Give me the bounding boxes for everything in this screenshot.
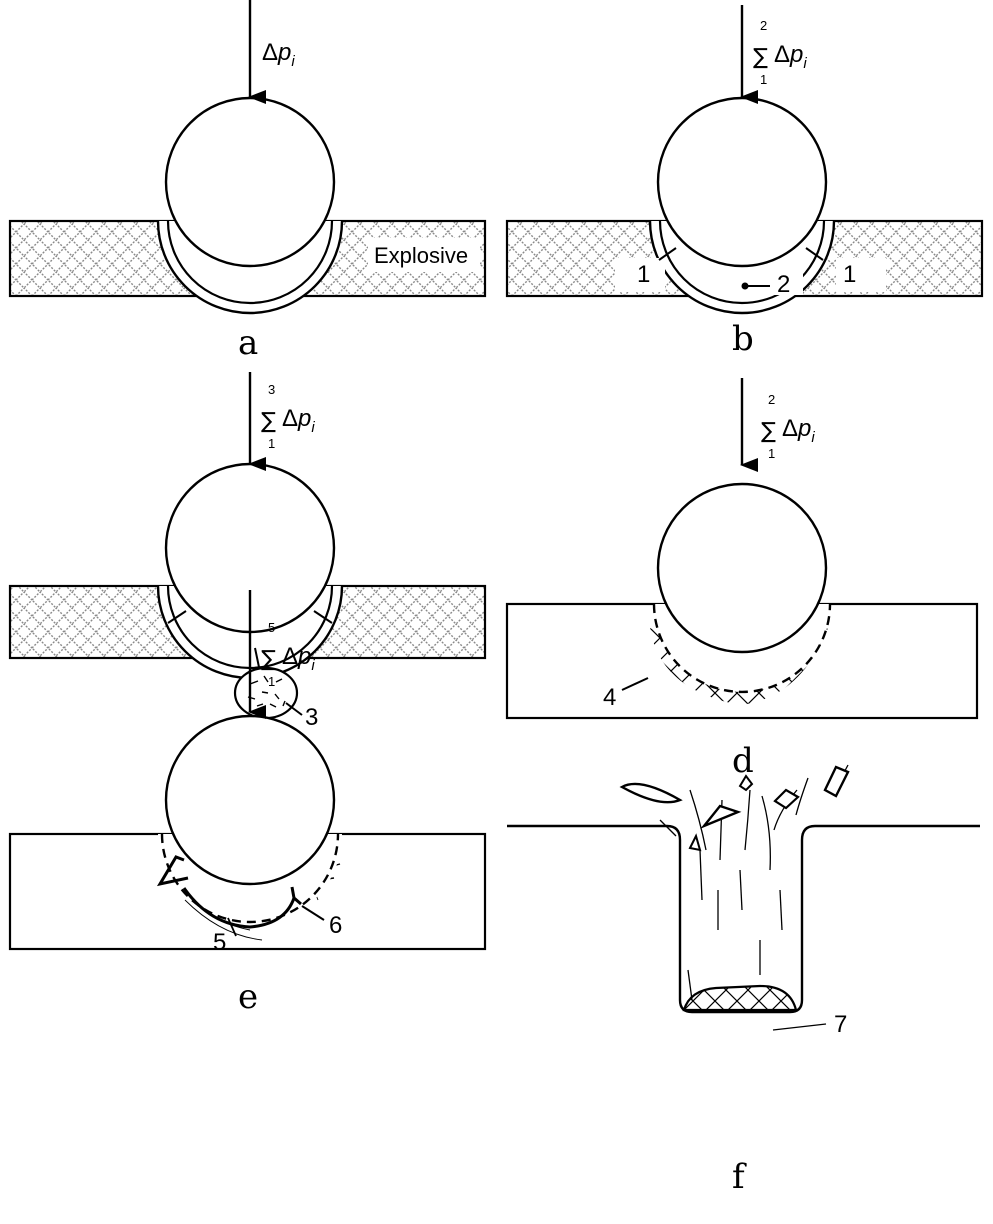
fragment-shard bbox=[619, 782, 683, 804]
force-label: 3 ∑ 1 Δpi bbox=[261, 382, 315, 451]
crater-outline bbox=[156, 220, 344, 315]
crack-line-left bbox=[658, 247, 677, 261]
panel-letter-f: f bbox=[732, 1157, 747, 1197]
panel-letter-d: d bbox=[732, 741, 754, 781]
panel-letter-a: a bbox=[238, 323, 258, 363]
force-label: 5 ∑ 1 Δpi bbox=[261, 620, 315, 689]
crater-dashed-outline bbox=[652, 603, 832, 694]
fragment-small bbox=[688, 833, 702, 852]
svg-text:∑: ∑ bbox=[753, 45, 768, 70]
crater-inner-outline bbox=[166, 220, 334, 305]
svg-text:1: 1 bbox=[768, 446, 775, 461]
label-3: 3 bbox=[305, 704, 318, 731]
force-label: 2 ∑ 1 Δpi bbox=[761, 392, 815, 461]
residue-layer bbox=[682, 984, 798, 1012]
ball bbox=[164, 714, 336, 886]
svg-text:2: 2 bbox=[768, 392, 775, 407]
panel-letter-e: e bbox=[238, 977, 258, 1017]
label-6: 6 bbox=[329, 912, 342, 939]
svg-text:∑: ∑ bbox=[261, 409, 276, 434]
panel-d: 2 ∑ 1 Δpi 4 d bbox=[505, 378, 979, 781]
crack-line-right bbox=[805, 247, 824, 261]
svg-text:5: 5 bbox=[268, 620, 275, 635]
panel-e: 5 ∑ 1 Δpi 5 6 e bbox=[8, 590, 487, 1017]
panel-letter-b: b bbox=[732, 319, 754, 359]
crack-line-right bbox=[313, 610, 333, 624]
label-2: 2 bbox=[777, 271, 790, 298]
panel-b: 2 ∑ 1 Δpi 1 2 1 b bbox=[505, 5, 984, 359]
svg-text:Δpi: Δpi bbox=[782, 415, 815, 446]
panel-f: 7 f bbox=[507, 764, 980, 1197]
leader-line bbox=[772, 1023, 827, 1031]
explosive-label: Explosive bbox=[374, 243, 468, 268]
svg-text:Δpi: Δpi bbox=[282, 405, 315, 436]
reaction-front bbox=[182, 886, 302, 929]
svg-text:Δpi: Δpi bbox=[774, 41, 807, 72]
label-1-right: 1 bbox=[843, 261, 856, 288]
label-4: 4 bbox=[603, 684, 616, 711]
svg-text:1: 1 bbox=[268, 674, 275, 689]
leader-line-6 bbox=[301, 905, 325, 921]
fragment-triangle bbox=[700, 804, 742, 829]
crater-inner-outline bbox=[658, 220, 826, 305]
svg-text:2: 2 bbox=[760, 18, 767, 33]
crater-profile bbox=[507, 824, 980, 1014]
fragment-rhombus bbox=[773, 788, 800, 810]
force-label: Δpi bbox=[262, 39, 295, 70]
ball bbox=[656, 482, 828, 654]
label-7: 7 bbox=[834, 1011, 847, 1038]
leader-line-5 bbox=[227, 917, 237, 937]
svg-text:1: 1 bbox=[268, 436, 275, 451]
fragment-diamond bbox=[823, 765, 850, 798]
fragment-chip bbox=[738, 774, 754, 792]
label-5: 5 bbox=[213, 929, 226, 956]
ejection-bracket bbox=[156, 855, 189, 887]
label-1-left: 1 bbox=[637, 261, 650, 288]
svg-text:1: 1 bbox=[760, 72, 767, 87]
panel-a: Δpi Explosive a bbox=[8, 0, 487, 363]
svg-text:Δpi: Δpi bbox=[282, 643, 315, 674]
crack-line-left bbox=[167, 610, 187, 624]
svg-text:∑: ∑ bbox=[261, 647, 276, 672]
leader-line bbox=[285, 702, 303, 716]
ball bbox=[656, 96, 828, 268]
force-label: 2 ∑ 1 Δpi bbox=[753, 18, 807, 87]
svg-text:3: 3 bbox=[268, 382, 275, 397]
crater-dashed-outline bbox=[160, 833, 340, 924]
svg-text:∑: ∑ bbox=[761, 419, 776, 444]
ball bbox=[164, 96, 336, 268]
leader-line bbox=[621, 677, 649, 691]
debris-trails bbox=[659, 764, 849, 1001]
